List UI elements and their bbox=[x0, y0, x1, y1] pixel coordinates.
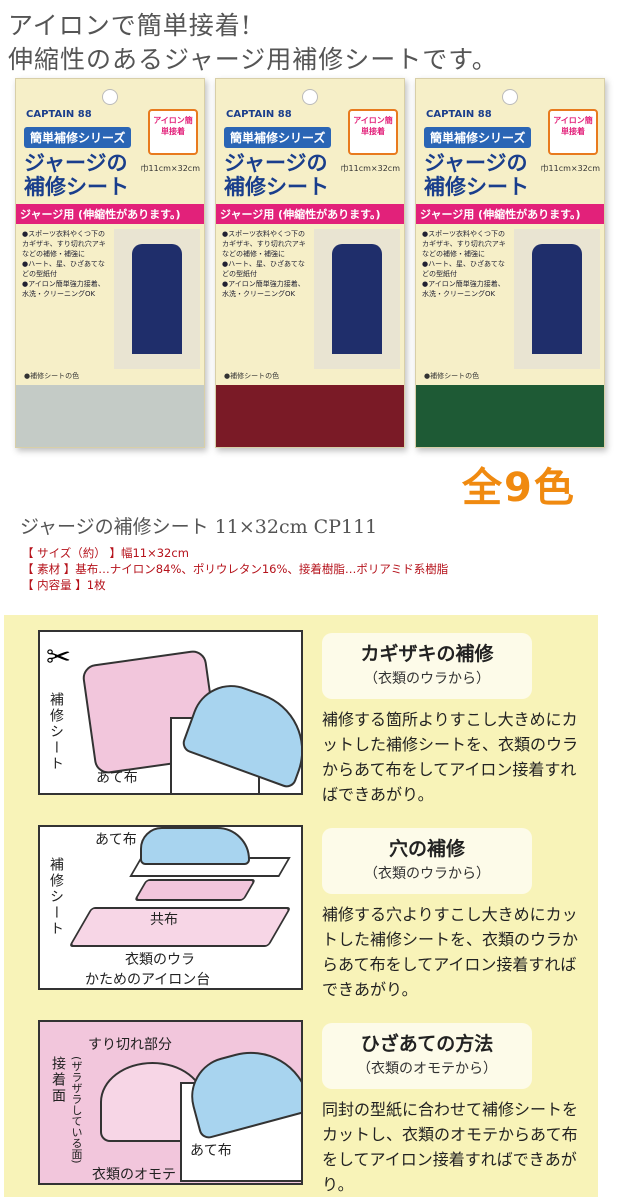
size-label: 巾11cm×32cm bbox=[340, 164, 400, 173]
bullet: ●アイロン簡単強力接着、水洗・クリーニングOK bbox=[222, 280, 305, 298]
bullets: ●スポーツ衣料やくつ下のカギザキ、すり切れ穴アキなどの補修・補強に ●ハート、星、… bbox=[222, 229, 310, 299]
heading: 穴の補修 bbox=[388, 838, 465, 860]
fabric-color-label: ●補修シートの色 bbox=[424, 372, 480, 380]
jersey-band: ジャージ用 (伸縮性があります。) bbox=[16, 204, 204, 224]
heading-box: ひざあての方法 （衣類のオモテから） bbox=[322, 1023, 532, 1089]
fabric-swatch bbox=[416, 385, 604, 447]
bullet: ●ハート、星、ひざあてなどの型紙付 bbox=[422, 260, 505, 278]
fabric-swatch bbox=[16, 385, 204, 447]
bullet: ●スポーツ衣料やくつ下のカギザキ、すり切れ穴アキなどの補修・補強に bbox=[22, 230, 106, 258]
label-garment-back: 衣類のウラ bbox=[125, 952, 195, 968]
spec-material: 【 素材 】基布…ナイロン84%、ポリウレタン16%、接着樹脂…ポリアミド系樹脂 bbox=[22, 562, 449, 576]
label-cloth: あて布 bbox=[190, 1143, 232, 1159]
iron-badge: アイロン簡単接着 bbox=[348, 109, 398, 155]
series-label: 簡単補修シリーズ bbox=[24, 127, 132, 148]
series-label: 簡単補修シリーズ bbox=[224, 127, 332, 148]
bullet: ●ハート、星、ひざあてなどの型紙付 bbox=[222, 260, 305, 278]
fabric-color-label: ●補修シートの色 bbox=[24, 372, 80, 380]
heading-box: カギザキの補修 （衣類のウラから） bbox=[322, 633, 532, 699]
package-2: CAPTAIN 88 簡単補修シリーズアイロン簡単接着巾11cm×32cm ジャージ… bbox=[215, 78, 405, 448]
jersey-band: ジャージ用 (伸縮性があります。) bbox=[216, 204, 404, 224]
instruction-hole: あて布 補修シート 共布 衣類のウラ かためのアイロン台 穴の補修 （衣類のウラか… bbox=[4, 810, 598, 1000]
heading: カギザキの補修 bbox=[360, 643, 494, 665]
package-3: CAPTAIN 88 簡単補修シリーズアイロン簡単接着巾11cm×32cm ジャージ… bbox=[415, 78, 605, 448]
series-label: 簡単補修シリーズ bbox=[424, 127, 532, 148]
package-name: ジャージの補修シート bbox=[24, 151, 129, 199]
label-sheet: 補修シート bbox=[48, 857, 64, 937]
label-worn-area: すり切れ部分 bbox=[88, 1037, 172, 1053]
iron-badge: アイロン簡単接着 bbox=[148, 109, 198, 155]
instruction-text: 補修する穴よりすこし大きめにカットした補修シートを、衣類のウラからあて布をしてア… bbox=[322, 905, 579, 999]
label-cloth: あて布 bbox=[95, 832, 137, 848]
instruction-text: 同封の型紙に合わせて補修シートをカットし、衣類のオモテからあて布をしてアイロン接… bbox=[322, 1100, 579, 1194]
label-same-fabric: 共布 bbox=[150, 912, 178, 928]
size-label: 巾11cm×32cm bbox=[140, 164, 200, 173]
label-garment-front: 衣類のオモテ bbox=[92, 1167, 176, 1183]
subheading: （衣類のウラから） bbox=[364, 866, 490, 882]
package-name: ジャージの補修シート bbox=[424, 151, 529, 199]
colors-badge: 全9色 bbox=[462, 465, 576, 511]
bullet: ●スポーツ衣料やくつ下のカギザキ、すり切れ穴アキなどの補修・補強に bbox=[222, 230, 306, 258]
bullets: ●スポーツ衣料やくつ下のカギザキ、すり切れ穴アキなどの補修・補強に ●ハート、星、… bbox=[22, 229, 110, 299]
label-adhesive-side: 接着面 bbox=[50, 1056, 66, 1104]
scissors-icon: ✂ bbox=[46, 640, 72, 675]
subheading: （衣類のウラから） bbox=[364, 671, 490, 687]
label-cloth: あて布 bbox=[96, 770, 138, 786]
hang-hole bbox=[102, 89, 118, 105]
fabric-color-label: ●補修シートの色 bbox=[224, 372, 280, 380]
product-title: ジャージの補修シート 11×32cm CP111 bbox=[20, 516, 378, 538]
bullet: ●アイロン簡単強力接着、水洗・クリーニングOK bbox=[422, 280, 505, 298]
label-sheet: 補修シート bbox=[48, 692, 64, 772]
subheading: （衣類のオモテから） bbox=[357, 1061, 497, 1077]
brand-logo: CAPTAIN 88 bbox=[226, 109, 292, 120]
size-label: 巾11cm×32cm bbox=[540, 164, 600, 173]
illustration-knee: すり切れ部分 接着面 (ザラザラしている面) あて布 衣類のオモテ bbox=[38, 1020, 303, 1185]
bullet: ●アイロン簡単強力接着、水洗・クリーニングOK bbox=[22, 280, 105, 298]
jersey-photo bbox=[314, 229, 400, 369]
bullet: ●スポーツ衣料やくつ下のカギザキ、すり切れ穴アキなどの補修・補強に bbox=[422, 230, 506, 258]
iron-badge: アイロン簡単接着 bbox=[548, 109, 598, 155]
bullets: ●スポーツ衣料やくつ下のカギザキ、すり切れ穴アキなどの補修・補強に ●ハート、星、… bbox=[422, 229, 510, 299]
fabric-swatch bbox=[216, 385, 404, 447]
heading-box: 穴の補修 （衣類のウラから） bbox=[322, 828, 532, 894]
hang-hole bbox=[302, 89, 318, 105]
spec-quantity: 【 内容量 】1枚 bbox=[22, 578, 106, 592]
heading: ひざあての方法 bbox=[360, 1033, 494, 1055]
brand-logo: CAPTAIN 88 bbox=[426, 109, 492, 120]
jersey-photo bbox=[114, 229, 200, 369]
instruction-text: 補修する箇所よりすこし大きめにカットした補修シートを、衣類のウラからあて布をして… bbox=[322, 710, 579, 804]
instruction-tear: ✂ 補修シート あて布 カギザキの補修 （衣類のウラから） 補修する箇所よりすこし… bbox=[4, 615, 598, 805]
headline-2: 伸縮性のあるジャージ用補修シートです。 bbox=[8, 45, 498, 74]
instruction-panel: ✂ 補修シート あて布 カギザキの補修 （衣類のウラから） 補修する箇所よりすこし… bbox=[4, 615, 598, 1197]
package-1: CAPTAIN 88 簡単補修シリーズアイロン簡単接着巾11cm×32cm ジャージ… bbox=[15, 78, 205, 448]
brand-logo: CAPTAIN 88 bbox=[26, 109, 92, 120]
label-ironing-board: かためのアイロン台 bbox=[85, 972, 211, 988]
label-rough-side: (ザラザラしている面) bbox=[70, 1056, 83, 1164]
jersey-photo bbox=[514, 229, 600, 369]
iron-icon bbox=[140, 827, 250, 865]
headline-1: アイロンで簡単接着! bbox=[8, 11, 252, 40]
package-name: ジャージの補修シート bbox=[224, 151, 329, 199]
hang-hole bbox=[502, 89, 518, 105]
illustration-hole: あて布 補修シート 共布 衣類のウラ かためのアイロン台 bbox=[38, 825, 303, 990]
illustration-tear: ✂ 補修シート あて布 bbox=[38, 630, 303, 795]
bullet: ●ハート、星、ひざあてなどの型紙付 bbox=[22, 260, 105, 278]
instruction-knee: すり切れ部分 接着面 (ザラザラしている面) あて布 衣類のオモテ ひざあての方… bbox=[4, 1005, 598, 1195]
spec-size: 【 サイズ（約） 】幅11×32cm bbox=[22, 546, 189, 560]
jersey-band: ジャージ用 (伸縮性があります。) bbox=[416, 204, 604, 224]
